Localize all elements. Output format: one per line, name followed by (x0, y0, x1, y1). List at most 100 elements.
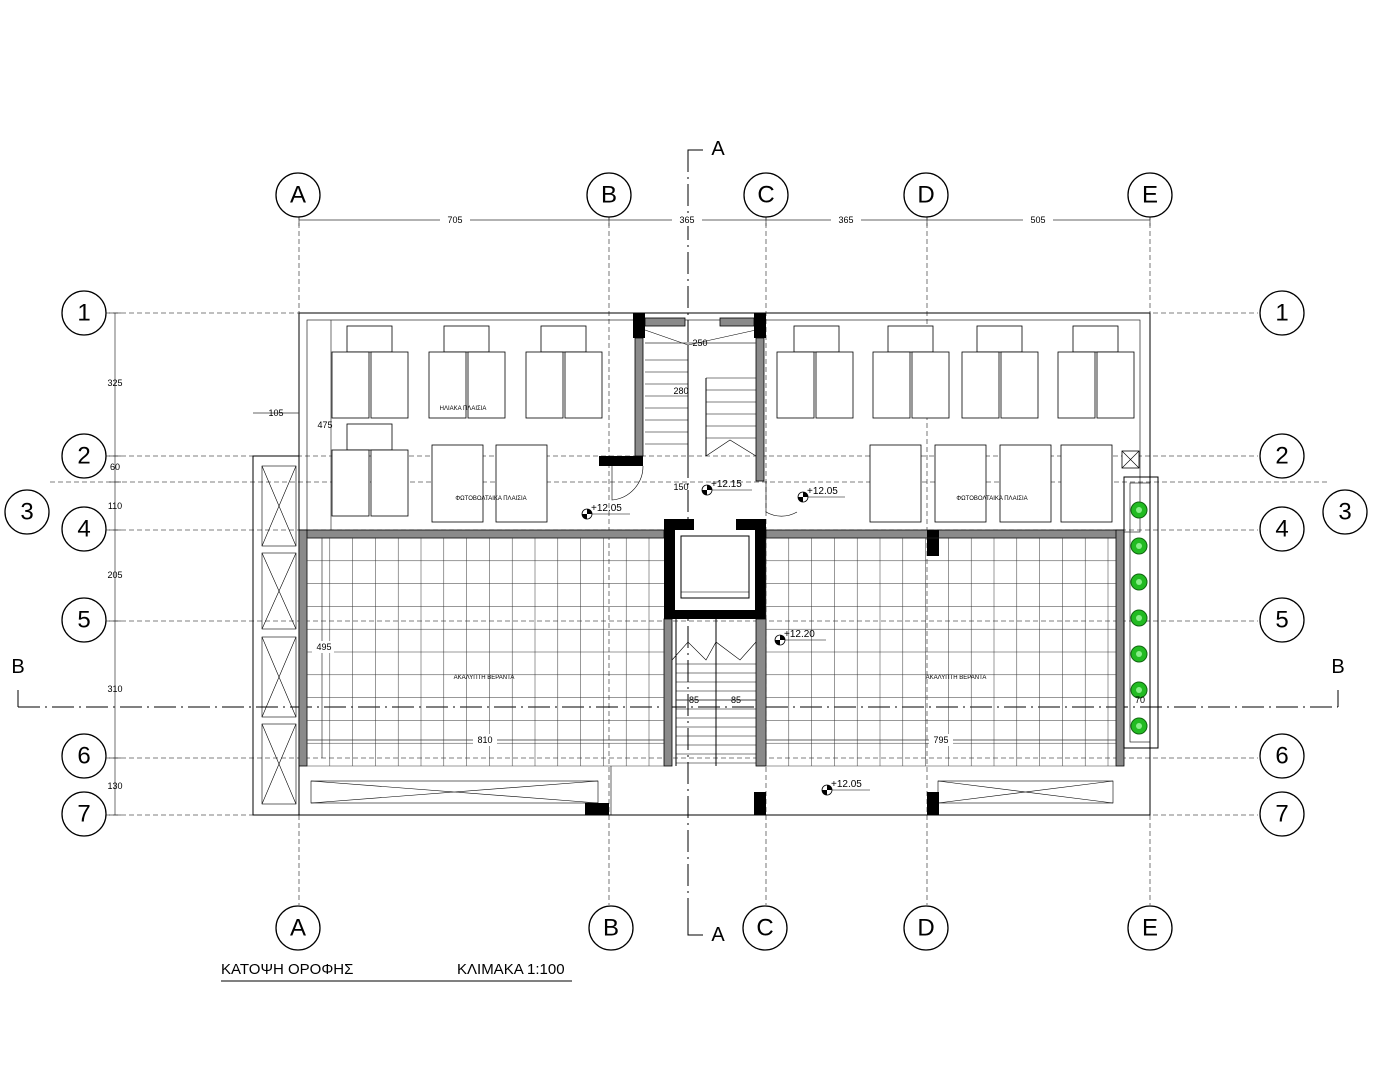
dim-top-d-e: 505 (1030, 215, 1045, 225)
level-marker-stair: +12.15 (701, 479, 752, 496)
pv-panel (1060, 444, 1113, 523)
dim-gap (440, 214, 470, 226)
grid-label-7-right: 7 (1275, 801, 1288, 828)
plant-center (1136, 579, 1142, 585)
grid-label-c-bottom: C (756, 915, 773, 942)
grid-label-a-top: A (290, 182, 306, 209)
elevator-door-opening (694, 519, 736, 530)
solar-collector (1057, 351, 1096, 419)
plant-center (1136, 615, 1142, 621)
grid-bubble-d-top (903, 172, 949, 218)
section-label-top: A (711, 138, 725, 160)
dim-left-5-6: 310 (107, 684, 122, 694)
drawing-title: ΚΑΤΟΨΗ ΟΡΟΦΗΣ (221, 961, 353, 978)
grid-bubble-a-bottom (275, 905, 321, 951)
column (927, 792, 939, 815)
level-text-right: +12.05 (807, 486, 838, 497)
dim-ledge: 105 (268, 408, 283, 418)
level-marker-bottom: +12.05 (821, 779, 870, 796)
label-terrace-left: ΑΚΑΛΥΠΤΗ ΒΕΡΑΝΤΑ (454, 675, 515, 681)
planter-cross (937, 780, 1114, 804)
solar-collector (961, 351, 1000, 419)
grid-bubble-7-right (1259, 791, 1305, 837)
dim-stair-run: 280 (673, 386, 688, 396)
grid-label-d-top: D (917, 182, 934, 209)
section-marker-bottom (687, 920, 703, 936)
wall-center-left (663, 618, 673, 767)
dim-top-b-c: 365 (679, 215, 694, 225)
grid-label-6-left: 6 (77, 743, 90, 770)
elevator-shaft (664, 519, 766, 619)
label-solar-panels: ΗΛΙΑΚΑ ΠΛΑΙΣΙΑ (440, 406, 487, 412)
grid-bubble-b-top (586, 172, 632, 218)
plants (1130, 501, 1148, 735)
left-ledge (252, 455, 300, 816)
wall-top-left (298, 529, 665, 539)
level-marker-terrace: +12.20 (774, 629, 826, 646)
grid-label-4-right: 4 (1275, 516, 1288, 543)
solar-collector (911, 351, 950, 419)
stair-treads (644, 329, 757, 457)
solar-tank (793, 325, 840, 353)
bottom-planter-left (310, 780, 599, 804)
column (754, 792, 766, 815)
dim-top-c-d: 365 (838, 215, 853, 225)
solar-collector (428, 351, 467, 419)
label-pv-left: ΦΩΤΟΒΟΛΤΑΙΚΑ ΠΛΑΙΣΙΑ (455, 496, 526, 502)
section-marker-top (687, 149, 703, 165)
ledge-box-cross (261, 465, 297, 547)
solar-tank (976, 325, 1023, 353)
pv-panel (495, 444, 548, 523)
solar-collector (872, 351, 911, 419)
grid-bubble-a-top (275, 172, 321, 218)
level-text-left: +12.05 (591, 503, 622, 514)
pv-panel (999, 444, 1052, 523)
ledge-box (261, 636, 297, 718)
stair-core: 250 280 150 475 (317, 313, 798, 530)
level-text-stair: +12.15 (711, 479, 742, 490)
vent-box-cross (1121, 450, 1140, 469)
plant-center (1136, 507, 1142, 513)
pv-panel (431, 444, 484, 523)
grid-bubble-b-bottom (588, 905, 634, 951)
grid-bubble-1-left (61, 290, 107, 336)
grid-bubble-e-bottom (1127, 905, 1173, 951)
section-label-right: B (1331, 656, 1344, 678)
grid-label-e-top: E (1142, 182, 1158, 209)
grid-label-6-right: 6 (1275, 743, 1288, 770)
ledge-box-cross (261, 552, 297, 630)
dim-flight-right: 85 (731, 695, 741, 705)
grid-bubble-3-left (4, 489, 50, 535)
wall-left (298, 529, 308, 767)
grid-label-e-bottom: E (1142, 915, 1158, 942)
plant-center (1136, 687, 1142, 693)
level-text-terrace: +12.20 (784, 629, 815, 640)
grid-label-b-top: B (601, 182, 617, 209)
grid-bubble-4-right (1259, 506, 1305, 552)
level-markers: +12.15 +12.05 +12.05 +12.20 +12.05 (581, 479, 870, 796)
planter-cross (310, 780, 599, 804)
grid-label-2-left: 2 (77, 443, 90, 470)
planter-inner (1129, 482, 1151, 743)
grid-label-7-left: 7 (77, 801, 90, 828)
dim-left-4-5: 205 (107, 570, 122, 580)
grid-bubble-4-left (61, 506, 107, 552)
grid-label-1-right: 1 (1275, 300, 1288, 327)
grid-label-b-bottom: B (603, 915, 619, 942)
stair-break-line (671, 641, 757, 661)
label-pv-right: ΦΩΤΟΒΟΛΤΑΙΚΑ ΠΛΑΙΣΙΑ (956, 496, 1027, 502)
door-lintel (599, 456, 643, 466)
section-label-left: B (11, 656, 24, 678)
grid-bubble-2-left (61, 433, 107, 479)
dimension-chain-top: 705 365 365 505 (298, 214, 1151, 226)
solar-collector (467, 351, 506, 419)
grid-bubble-c-bottom (742, 905, 788, 951)
door-swing-left (611, 465, 644, 501)
solar-collector (331, 351, 370, 419)
grid-bubble-e-top (1127, 172, 1173, 218)
solar-collector (370, 351, 409, 419)
grid-bubble-1-right (1259, 290, 1305, 336)
grid-bubble-c-top (743, 172, 789, 218)
label-terrace-right: ΑΚΑΛΥΠΤΗ ΒΕΡΑΝΤΑ (926, 675, 987, 681)
